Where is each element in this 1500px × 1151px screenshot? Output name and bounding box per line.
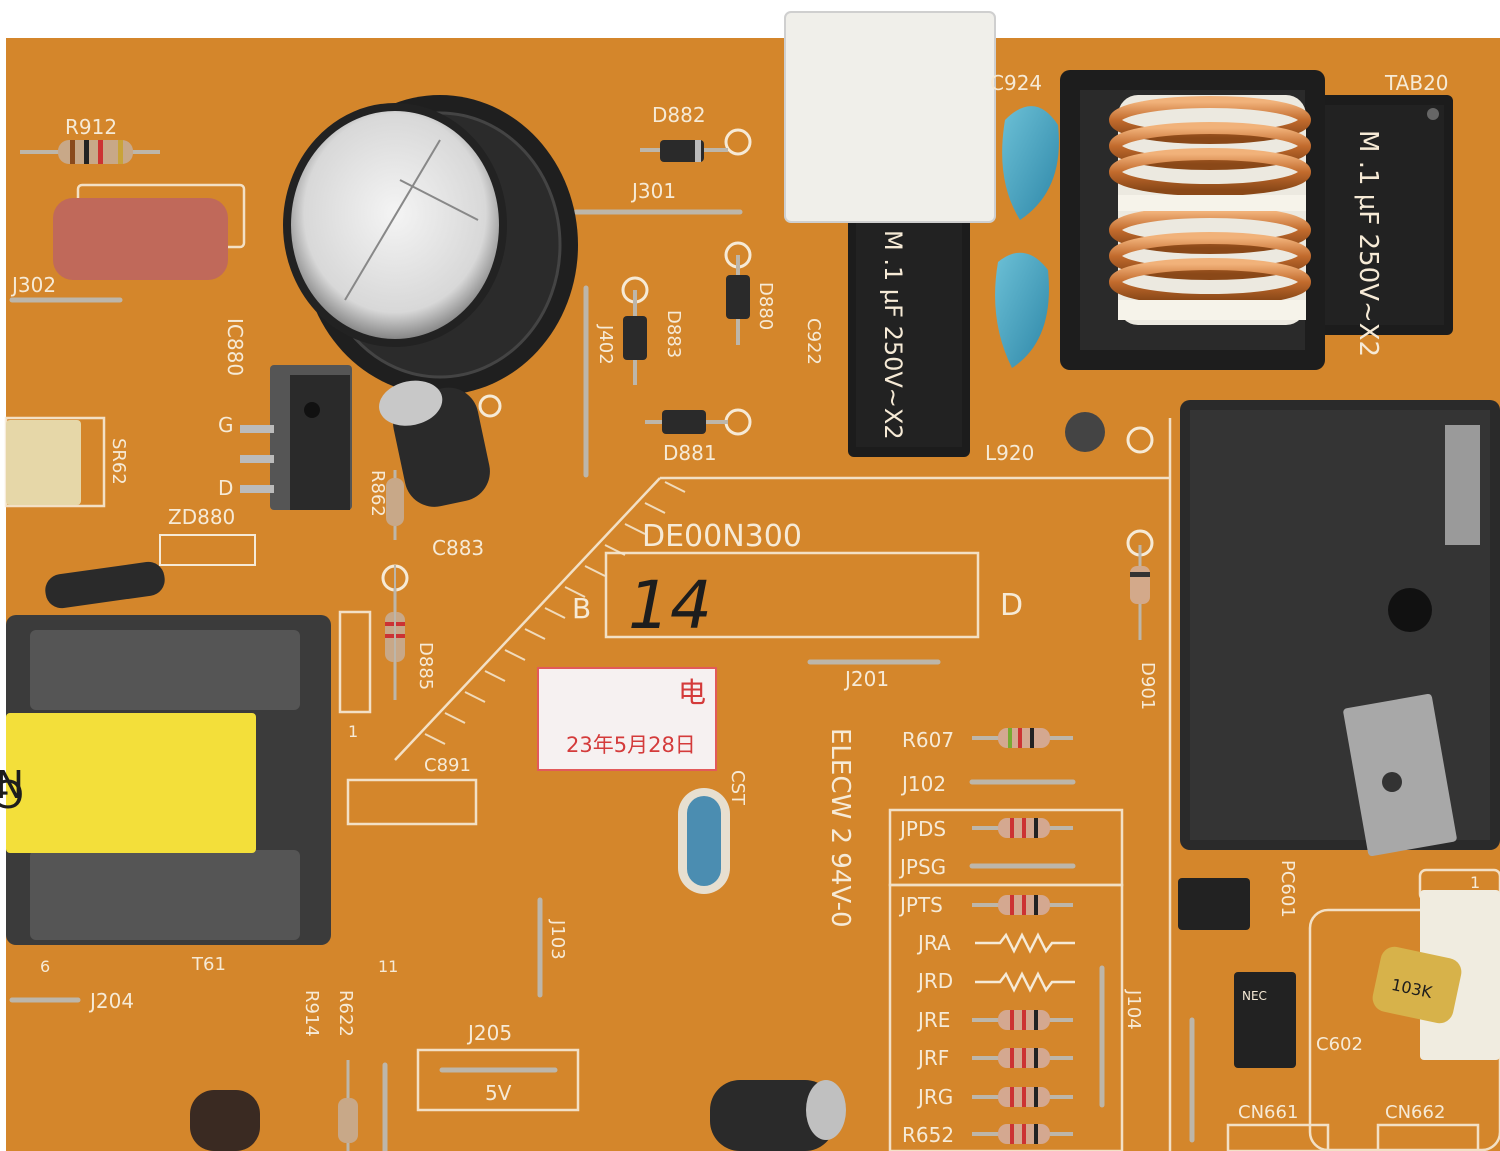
label-jpsg: JPSG [898, 855, 946, 879]
label-jpds: JPDS [898, 817, 946, 841]
common-mode-choke [1060, 70, 1325, 370]
label-c883: C883 [432, 536, 484, 560]
label-cn661: CN661 [1238, 1102, 1298, 1123]
label-d-box: D [1000, 588, 1023, 623]
mosfet [240, 365, 352, 510]
label-jre: JRE [916, 1008, 950, 1032]
label-d: D [218, 476, 233, 500]
transformer-label-2: N9S2ZC17 [0, 761, 24, 805]
label-pin1: 1 [348, 722, 358, 741]
label-r622: R622 [335, 990, 356, 1037]
transformer-label-1: G436H03 [0, 771, 24, 815]
electrolytic-capacitor [283, 95, 578, 395]
transformer: G436H03 N9S2ZC17 [0, 561, 331, 945]
handwritten-number: 14 [628, 567, 712, 644]
optocouplers: NEC [1178, 878, 1296, 1068]
label-j301: J301 [630, 179, 676, 203]
label-cst: CST [727, 770, 748, 806]
label-d881: D881 [663, 441, 717, 465]
label-tab20: TAB20 [1384, 71, 1449, 95]
label-d883: D883 [663, 310, 684, 358]
label-j204: J204 [88, 989, 134, 1013]
label-c891: C891 [424, 755, 471, 776]
label-d885: D885 [415, 642, 436, 690]
label-de00n300: DE00N300 [642, 519, 802, 554]
label-jrg: JRG [916, 1085, 953, 1109]
label-r862: R862 [367, 470, 388, 517]
sticker-date: 23年5月28日 [566, 733, 696, 757]
white-resistor-block [784, 11, 996, 223]
label-j104: J104 [1123, 989, 1144, 1030]
ic-text: NEC [1242, 989, 1267, 1003]
label-d882: D882 [652, 103, 706, 127]
label-elecw: ELECW 2 94V-0 [825, 728, 855, 928]
label-d901: D901 [1137, 662, 1158, 710]
label-jpts: JPTS [898, 893, 943, 917]
label-c602: C602 [1316, 1034, 1363, 1055]
label-g: G [218, 413, 234, 437]
label-pin1b: 1 [1470, 873, 1480, 892]
label-d880: D880 [755, 282, 776, 330]
sticker-char: 电 [678, 676, 706, 709]
label-j201: J201 [843, 667, 889, 691]
label-jrf: JRF [916, 1046, 949, 1070]
label-r607: R607 [902, 728, 954, 752]
small-electrolytic-capacitor [190, 380, 846, 1151]
label-jrd: JRD [916, 969, 953, 993]
label-jra: JRA [916, 931, 951, 955]
label-pin11: 11 [378, 957, 398, 976]
relay [1180, 400, 1500, 857]
label-ic880: IC880 [223, 318, 247, 376]
label-j103: J103 [547, 919, 568, 960]
label-r652: R652 [902, 1123, 954, 1147]
label-j402: J402 [595, 324, 616, 365]
label-t61: T61 [191, 954, 226, 975]
sr62-connector [6, 420, 81, 505]
label-zd880: ZD880 [168, 505, 235, 529]
red-film-capacitor [53, 198, 228, 280]
blue-capacitors [678, 106, 1059, 894]
label-pin6: 6 [40, 957, 50, 976]
label-r914: R914 [301, 990, 322, 1037]
cap-right-text: M .1 µF 250V~X2 [1353, 130, 1383, 357]
label-j205: J205 [466, 1021, 512, 1045]
yellow-capacitor: 103K [1372, 946, 1462, 1024]
label-j302: J302 [10, 273, 56, 297]
x2-capacitor-right: M .1 µF 250V~X2 [1313, 95, 1453, 357]
label-c924: C924 [990, 71, 1042, 95]
label-pc601: PC601 [1277, 860, 1298, 918]
label-5v: 5V [485, 1081, 512, 1105]
label-sr62: SR62 [108, 438, 129, 485]
label-c922: C922 [803, 318, 824, 365]
x2-capacitor-left: M .1 µF 250V~X2 [848, 195, 970, 457]
label-r912: R912 [65, 115, 117, 139]
cap-left-text: M .1 µF 250V~X2 [879, 230, 907, 440]
label-cn662: CN662 [1385, 1102, 1445, 1123]
label-l920: L920 [985, 441, 1034, 465]
label-j102: J102 [900, 772, 946, 796]
date-sticker: 电 23年5月28日 [537, 667, 717, 771]
label-b: B [572, 592, 591, 625]
